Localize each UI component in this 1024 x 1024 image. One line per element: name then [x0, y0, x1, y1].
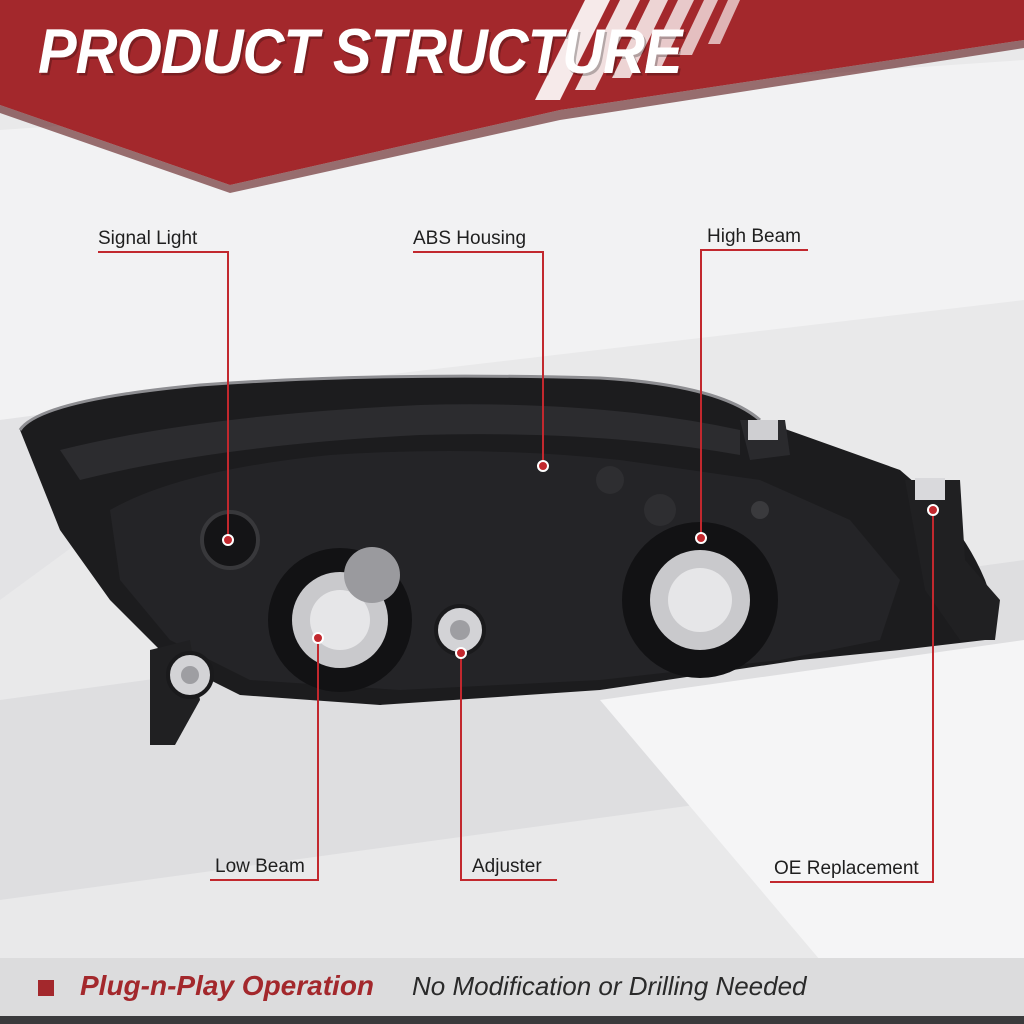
callout-oe-replacement: OE Replacement	[774, 858, 919, 879]
header-banner	[0, 0, 1024, 193]
callout-dot-low-beam	[312, 632, 324, 644]
callout-dot-abs-housing	[537, 460, 549, 472]
footer-bar: Plug-n-Play Operation No Modification or…	[0, 958, 1024, 1016]
callout-dot-adjuster	[455, 647, 467, 659]
footer-text: No Modification or Drilling Needed	[412, 971, 807, 1001]
footer-highlight: Plug-n-Play Operation	[80, 970, 375, 1001]
callout-low-beam: Low Beam	[215, 856, 305, 877]
page-title: PRODUCT STRUCTURE	[38, 17, 683, 88]
callout-dot-signal-light	[222, 534, 234, 546]
callout-dot-high-beam	[695, 532, 707, 544]
callout-abs-housing: ABS Housing	[413, 228, 527, 249]
callout-signal-light: Signal Light	[98, 228, 198, 249]
footer-bottom-strip	[0, 1016, 1024, 1024]
bullet-square-icon	[38, 980, 54, 996]
callout-dot-oe-replacement	[927, 504, 939, 516]
callout-adjuster: Adjuster	[472, 856, 542, 877]
callout-high-beam: High Beam	[707, 226, 801, 247]
